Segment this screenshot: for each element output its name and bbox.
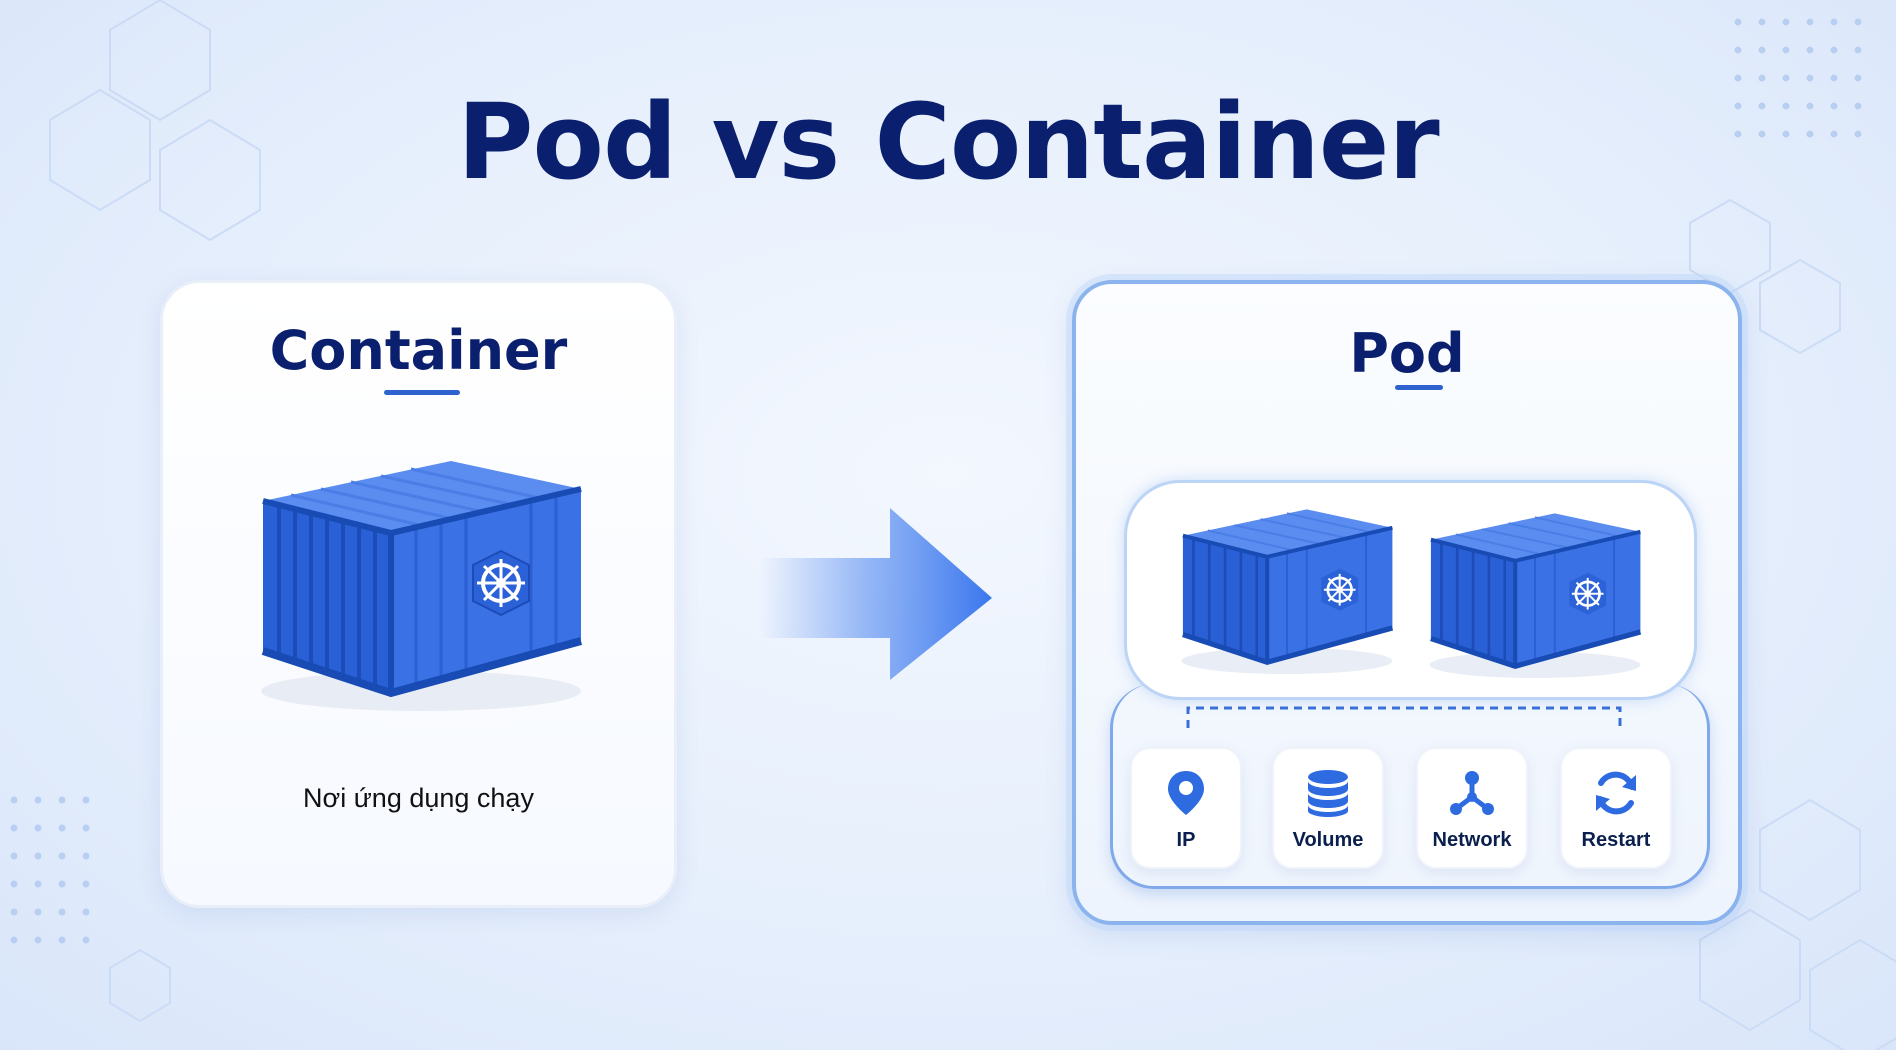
title-underline — [384, 390, 460, 395]
feature-label: IP — [1176, 829, 1196, 851]
shipping-container-icon — [1429, 513, 1642, 679]
pod-card: Pod — [1072, 280, 1742, 925]
network-nodes-icon — [1450, 771, 1494, 815]
container-card-title: Container — [269, 319, 568, 382]
pod-card-title: Pod — [1349, 322, 1465, 385]
feature-label: Volume — [1292, 829, 1364, 851]
shipping-container-icon — [261, 461, 583, 711]
location-pin-icon — [1168, 771, 1204, 815]
feature-network: Network — [1416, 747, 1528, 869]
feature-label: Restart — [1581, 829, 1651, 851]
feature-ip: IP — [1130, 747, 1242, 869]
feature-volume: Volume — [1272, 747, 1384, 869]
pod-boundary — [1110, 684, 1710, 889]
refresh-icon — [1596, 771, 1636, 815]
container-caption: Nơi ứng dụng chạy — [303, 783, 534, 813]
title-underline — [1395, 385, 1443, 390]
container-card: Container — [160, 280, 677, 908]
right-arrow-icon — [760, 508, 992, 680]
feature-label: Network — [1432, 829, 1512, 851]
container-group — [1124, 480, 1697, 700]
database-icon — [1308, 770, 1348, 817]
feature-restart: Restart — [1560, 747, 1672, 869]
shared-connector — [1186, 706, 1622, 728]
shipping-container-icon — [1181, 509, 1394, 675]
page-title: Pod vs Container — [457, 81, 1439, 203]
